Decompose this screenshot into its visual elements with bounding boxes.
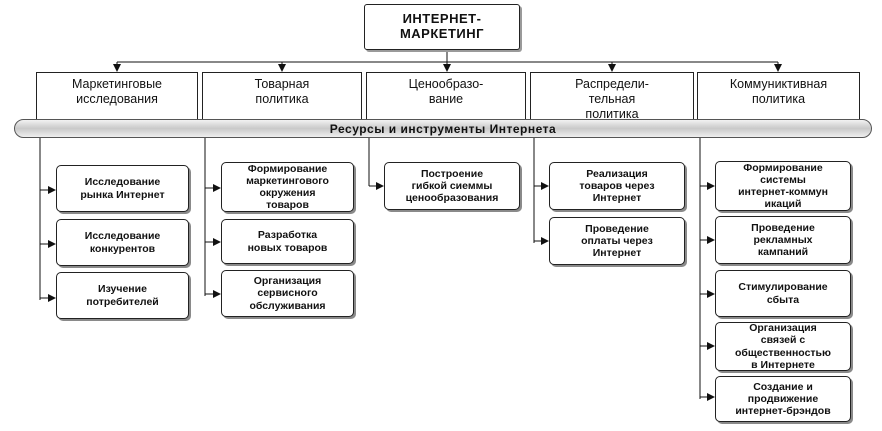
root-label: ИНТЕРНЕТ- МАРКЕТИНГ (399, 11, 485, 41)
category-label: Коммуниктивная политика (729, 77, 828, 106)
item-label: Формирование маркетингового окружения то… (246, 162, 329, 212)
item-label: Изучение потребителей (86, 283, 159, 308)
item-label: Проведение рекламных кампаний (751, 221, 815, 259)
item-label: Организация связей с общественностью в И… (735, 322, 831, 371)
item-sales-promotion: Стимулирование сбыта (715, 270, 851, 317)
item-service-organization: Организация сервисного обслуживания (221, 270, 354, 317)
root-node: ИНТЕРНЕТ- МАРКЕТИНГ (364, 4, 520, 50)
item-marketing-environment: Формирование маркетингового окружения то… (221, 162, 354, 212)
item-label: Проведение оплаты через Интернет (581, 222, 653, 260)
item-market-research: Исследование рынка Интернет (56, 165, 189, 212)
item-flexible-pricing: Построение гибкой сиеммы ценообразования (384, 162, 520, 210)
item-internet-communications: Формирование системы интернет-коммун ика… (715, 161, 851, 211)
resources-band: Ресурсы и инструменты Интернета (14, 119, 872, 138)
item-new-products: Разработка новых товаров (221, 219, 354, 264)
item-competitor-research: Исследование конкурентов (56, 219, 189, 266)
category-marketing-research: Маркетинговые исследования (36, 72, 198, 122)
item-label: Исследование рынка Интернет (80, 176, 165, 201)
item-label: Организация сервисного обслуживания (249, 275, 326, 312)
item-label: Создание и продвижение интернет-брэндов (735, 380, 831, 418)
item-public-relations: Организация связей с общественностью в И… (715, 322, 851, 371)
item-label: Построение гибкой сиеммы ценообразования (405, 167, 499, 205)
band-label: Ресурсы и инструменты Интернета (329, 121, 557, 136)
category-label: Ценообразо- вание (408, 77, 484, 106)
category-distribution-policy: Распредели- тельная политика (530, 72, 694, 122)
category-label: Распредели- тельная политика (575, 77, 649, 121)
item-internet-sales: Реализация товаров через Интернет (549, 162, 685, 210)
category-communication-policy: Коммуниктивная политика (697, 72, 860, 122)
item-consumer-study: Изучение потребителей (56, 272, 189, 319)
item-label: Формирование системы интернет-коммун ика… (738, 161, 828, 211)
item-ad-campaigns: Проведение рекламных кампаний (715, 216, 851, 264)
item-label: Стимулирование сбыта (738, 281, 828, 306)
item-label: Разработка новых товаров (247, 229, 328, 254)
item-label: Реализация товаров через Интернет (579, 167, 655, 205)
category-pricing: Ценообразо- вание (366, 72, 526, 122)
category-label: Маркетинговые исследования (71, 77, 163, 106)
item-label: Исследование конкурентов (84, 230, 161, 255)
item-brand-promotion: Создание и продвижение интернет-брэндов (715, 376, 851, 422)
item-internet-payment: Проведение оплаты через Интернет (549, 217, 685, 265)
category-product-policy: Товарная политика (202, 72, 362, 122)
category-label: Товарная политика (254, 77, 310, 106)
